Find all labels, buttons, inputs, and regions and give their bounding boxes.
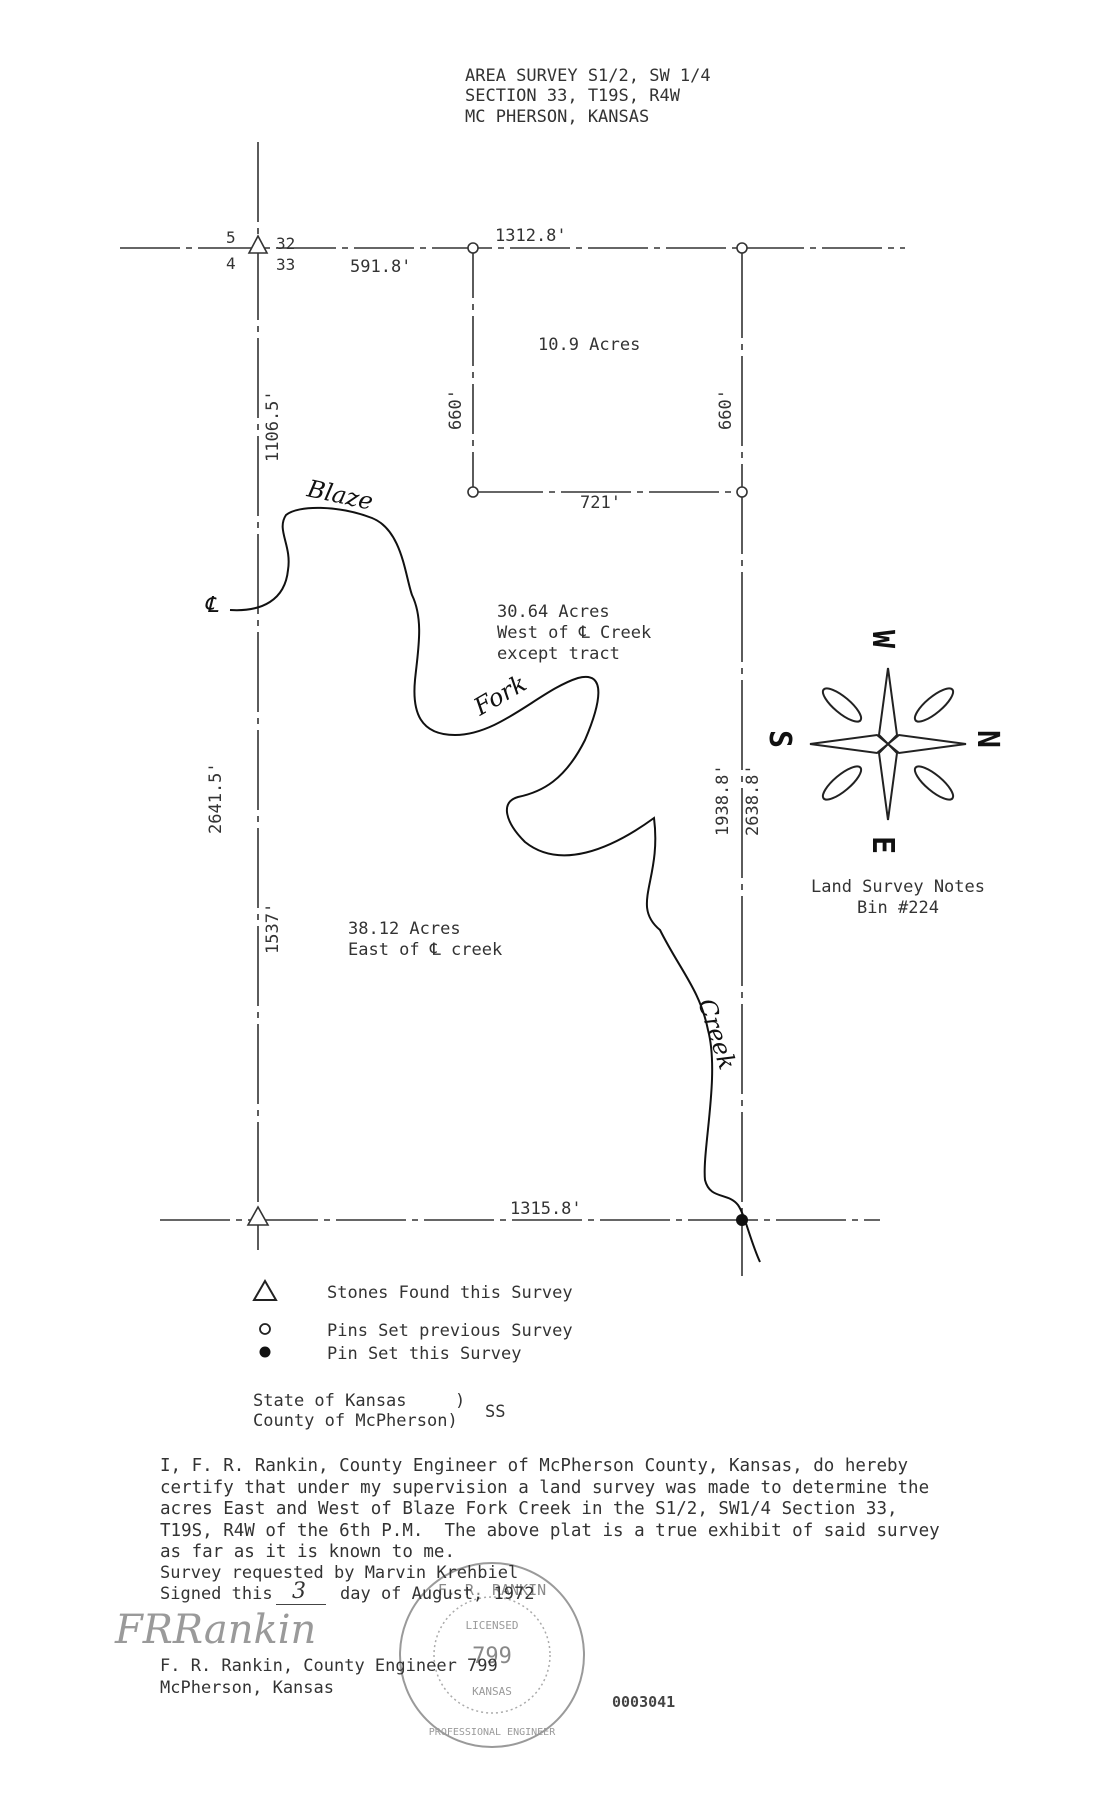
plat-drawing: 5 32 4 33 591.8' 1312.8' 721' 1315.8' 66… xyxy=(120,142,1005,1276)
centerline-symbol: ℄ xyxy=(204,593,219,618)
certificate-text: I, F. R. Rankin, County Engineer of McPh… xyxy=(160,1456,960,1564)
dim-bottom: 1315.8' xyxy=(510,1199,582,1219)
area-east-line-2: East of ℄ creek xyxy=(348,940,502,960)
legend-filled-circle-icon xyxy=(259,1346,271,1358)
legend-label-previous-pins: Pins Set previous Survey xyxy=(327,1321,573,1341)
legend-triangle-icon xyxy=(252,1279,278,1301)
dim-tract-bottom: 721' xyxy=(580,493,621,513)
certificate-line: as far as it is known to me. xyxy=(160,1542,456,1562)
pin-open-nw-tract xyxy=(467,242,479,254)
dim-tract-left: 660' xyxy=(446,389,466,430)
compass-petal-se xyxy=(913,765,955,801)
legend-label-pin-set: Pin Set this Survey xyxy=(327,1344,522,1364)
corner-number-ne: 32 xyxy=(276,234,295,253)
compass-arm-right xyxy=(886,733,967,755)
notes-line-1: Land Survey Notes xyxy=(811,877,985,897)
compass-arm-up xyxy=(877,667,899,746)
notes-line-2: Bin #224 xyxy=(857,898,939,918)
area-tract: 10.9 Acres xyxy=(538,335,640,355)
seal-inner-ring xyxy=(433,1596,551,1714)
certificate-line: acres East and West of Blaze Fork Creek … xyxy=(160,1499,898,1519)
area-west-line-3: except tract xyxy=(497,644,620,664)
compass-letter-east: E xyxy=(865,836,900,854)
engineer-name: F. R. Rankin, County Engineer 799 xyxy=(160,1656,498,1676)
seal-text-number: 799 xyxy=(472,1644,512,1669)
area-east-line-1: 38.12 Acres xyxy=(348,919,461,939)
header-line-1: AREA SURVEY S1/2, SW 1/4 xyxy=(465,66,711,86)
file-stamp: 0003041 xyxy=(612,1693,676,1711)
signed-day-underline xyxy=(276,1604,326,1605)
seal-text-kansas: KANSAS xyxy=(472,1685,512,1698)
creek-label-creek: Creek xyxy=(692,995,741,1073)
corner-number-nw: 5 xyxy=(226,228,236,247)
signed-day: 3 xyxy=(292,1579,306,1604)
certificate-line: I, F. R. Rankin, County Engineer of McPh… xyxy=(160,1456,909,1476)
certificate-line: certify that under my supervision a land… xyxy=(160,1477,930,1498)
certificate-line: T19S, R4W of the 6th P.M. The above plat… xyxy=(160,1520,940,1541)
seal-outer-ring xyxy=(399,1562,585,1748)
compass-petal-nw xyxy=(821,687,863,723)
venue-state: State of Kansas xyxy=(253,1391,407,1411)
corner-number-se: 33 xyxy=(276,255,295,274)
venue-ss: SS xyxy=(485,1402,506,1422)
compass-arm-down xyxy=(877,742,899,821)
seal-text-bottom: PROFESSIONAL ENGINEER xyxy=(429,1727,556,1738)
area-west-line-1: 30.64 Acres xyxy=(497,602,610,622)
legend-label-stones: Stones Found this Survey xyxy=(327,1283,573,1303)
header-line-2: SECTION 33, T19S, R4W xyxy=(465,86,680,106)
legend-symbols xyxy=(252,1279,278,1358)
compass-letter-north: N xyxy=(970,730,1005,748)
dim-west-lower: 1537' xyxy=(263,903,283,954)
signed-suffix: day of August, 1972 xyxy=(340,1584,535,1604)
header-line-3: MC PHERSON, KANSAS xyxy=(465,107,650,127)
engineer-location: McPherson, Kansas xyxy=(160,1678,334,1698)
pin-open-ne-tract xyxy=(736,242,748,254)
dim-top-tract: 1312.8' xyxy=(495,226,567,246)
compass-letter-west: W xyxy=(865,630,900,649)
signed-prefix: Signed this xyxy=(160,1584,273,1604)
area-west-line-2: West of ℄ Creek xyxy=(497,623,651,643)
dim-west-upper: 1106.5' xyxy=(263,390,283,462)
seal-text-licensed: LICENSED xyxy=(466,1619,519,1632)
venue-county: County of McPherson) xyxy=(253,1411,458,1431)
corner-number-sw: 4 xyxy=(226,254,236,273)
stone-triangle-north xyxy=(247,234,269,254)
compass-rose: W S N E xyxy=(762,630,1005,854)
compass-arm-left xyxy=(809,733,890,755)
compass-letter-south: S xyxy=(762,730,797,748)
venue-paren: ) xyxy=(455,1391,466,1411)
stone-triangle-south xyxy=(246,1205,270,1226)
pin-open-se-tract xyxy=(736,486,748,498)
dim-top-offset: 591.8' xyxy=(350,257,411,277)
engineer-signature: FRRankin xyxy=(115,1607,317,1653)
dim-tract-right: 660' xyxy=(716,389,736,430)
dim-east-lower: 1938.8' xyxy=(713,764,733,836)
pin-open-sw-tract xyxy=(467,486,479,498)
dim-west-total: 2641.5' xyxy=(206,762,226,834)
dim-east-total: 2638.8' xyxy=(743,764,763,836)
seal-text-top: F. R. RANKIN xyxy=(438,1581,546,1599)
compass-petal-ne xyxy=(913,687,955,723)
creek-label-fork: Fork xyxy=(468,669,531,722)
legend-open-circle-icon xyxy=(259,1323,271,1335)
compass-petal-sw xyxy=(821,765,863,801)
survey-requested: Survey requested by Marvin Krehbiel xyxy=(160,1563,519,1583)
engineer-seal: F. R. RANKIN LICENSED 799 KANSAS PROFESS… xyxy=(399,1562,585,1748)
blaze-fork-creek-centerline xyxy=(229,506,761,1263)
